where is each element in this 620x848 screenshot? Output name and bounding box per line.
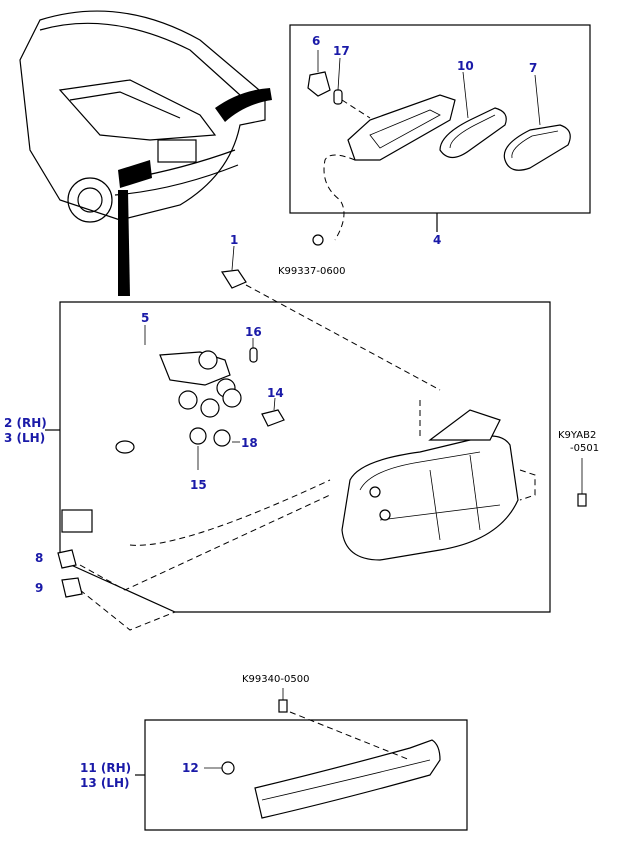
- socket-8: [57, 549, 77, 569]
- socket-9: [61, 577, 83, 598]
- car-rear-illustration: [19, 10, 272, 296]
- ref-label-11: 11 (RH): [80, 761, 131, 775]
- gasket-7: [503, 74, 571, 171]
- bulb-17: [333, 57, 343, 105]
- socket-8-top: [307, 50, 331, 97]
- lens-10: [439, 71, 507, 159]
- ref-label-16: 16: [245, 325, 262, 339]
- ref-label-12: 12: [182, 761, 199, 775]
- part-number-k9yab2: K9YAB2: [558, 430, 596, 441]
- ref-label-6: 6: [312, 34, 320, 48]
- ref-label-14: 14: [267, 386, 284, 400]
- bulb-14: [261, 397, 285, 427]
- ref-label-10: 10: [457, 59, 474, 73]
- ref-label-9: 9: [35, 581, 43, 595]
- ref-label-4: 4: [433, 233, 441, 247]
- screw-k9yab2: [577, 458, 587, 507]
- harness-wire-4: [312, 154, 356, 246]
- garnish-11-13: [254, 739, 441, 819]
- ref-label-2: 2 (RH): [4, 416, 47, 430]
- bulb-18: [213, 429, 240, 447]
- bulb-15: [189, 427, 207, 470]
- part-number-k99337: K99337-0600: [278, 266, 345, 277]
- ref-label-7: 7: [529, 61, 537, 75]
- ref-label-15: 15: [190, 478, 207, 492]
- wiring-harness-5: [61, 325, 242, 551]
- bulb-16: [249, 338, 258, 363]
- ref-label-17: 17: [333, 44, 350, 58]
- ref-label-3: 3 (LH): [4, 431, 45, 445]
- box-part-4: [289, 24, 591, 232]
- ref-label-18: 18: [241, 436, 258, 450]
- ref-label-5: 5: [141, 311, 149, 325]
- bulb-1: [220, 245, 247, 289]
- box-part-2-3: [45, 301, 551, 613]
- ref-label-1: 1: [230, 233, 238, 247]
- part-number-k99340: K99340-0500: [242, 674, 309, 685]
- part-number-k9yab2-suffix: -0501: [570, 443, 599, 454]
- screw-12: [204, 761, 235, 775]
- ref-label-13: 13 (LH): [80, 776, 130, 790]
- ref-label-8: 8: [35, 551, 43, 565]
- screw-k99340: [278, 688, 288, 713]
- box-part-11-13: [135, 719, 468, 831]
- lamp-housing-4: [341, 94, 456, 161]
- tail-lamp-assembly: [341, 409, 519, 561]
